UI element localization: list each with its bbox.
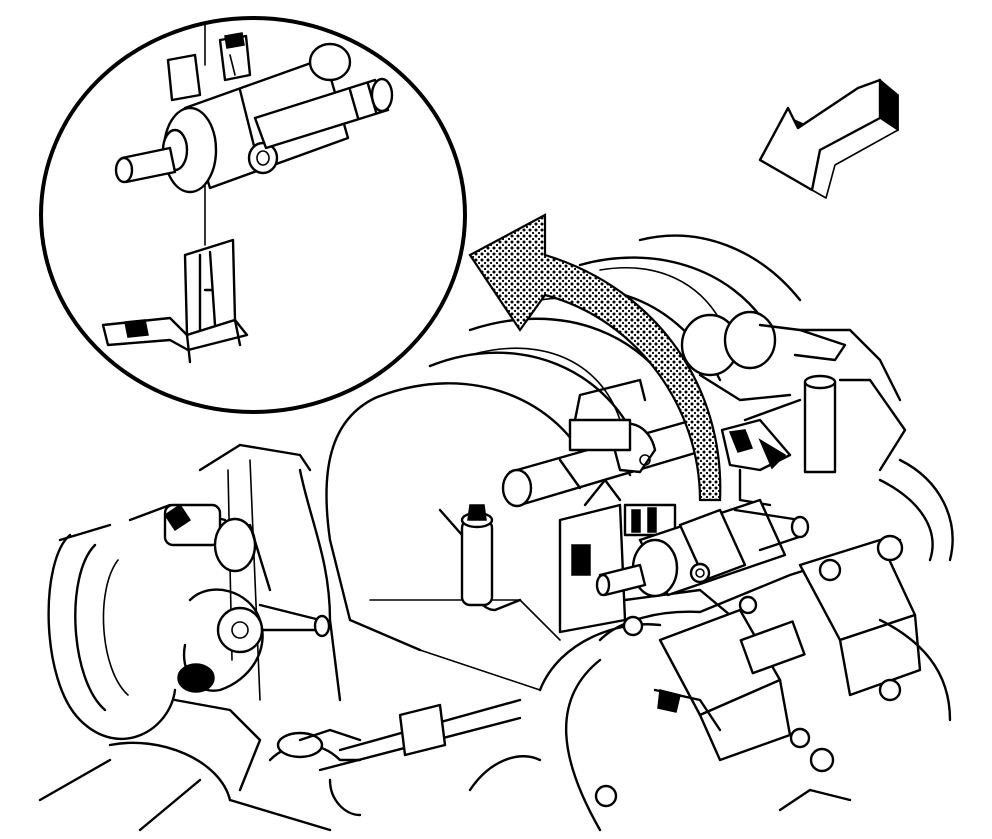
direction-arrow-icon bbox=[758, 78, 899, 199]
throttle-body bbox=[38, 503, 362, 817]
callout-detail-view bbox=[39, 16, 467, 414]
wiring-harness bbox=[138, 698, 542, 832]
engine-right-upper bbox=[680, 310, 907, 507]
fuel-pressure-regulator bbox=[595, 498, 810, 598]
callout-arrow-icon bbox=[468, 213, 722, 502]
fuel-rail bbox=[438, 378, 762, 642]
ignition-coils bbox=[418, 458, 954, 832]
